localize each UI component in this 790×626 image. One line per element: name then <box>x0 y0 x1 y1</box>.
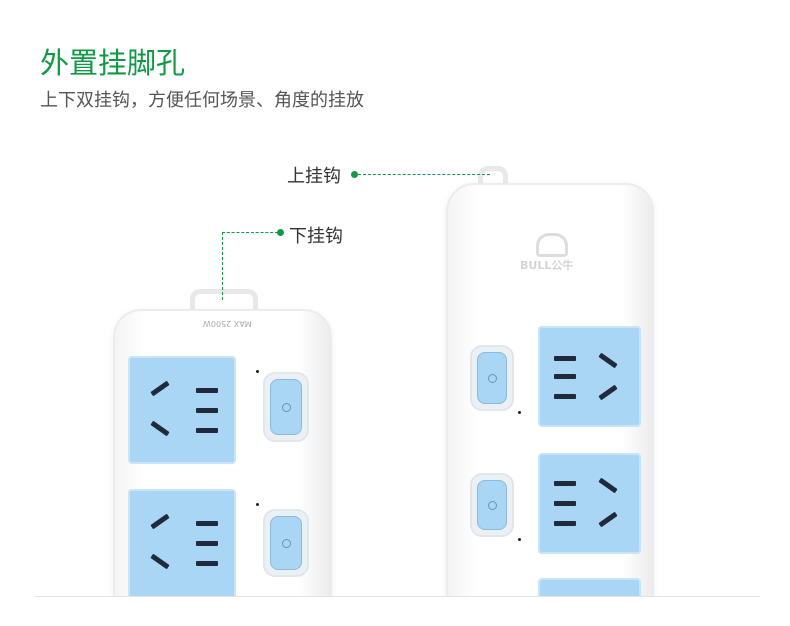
outlet <box>128 489 236 603</box>
power-switch[interactable] <box>472 475 512 535</box>
power-switch[interactable] <box>472 347 512 409</box>
outlet <box>128 356 236 464</box>
page-title: 外置挂脚孔 <box>40 46 186 80</box>
brand-logo-icon <box>536 233 568 257</box>
rating-label: MAX 2500W <box>203 319 252 328</box>
divider <box>35 596 760 597</box>
power-strip-left: MAX 2500W <box>113 309 332 611</box>
power-strip-right: BULL公牛 <box>446 183 654 622</box>
lower-hook-label: 下挂钩 <box>289 226 343 247</box>
outlet <box>538 326 641 427</box>
brand-label: BULL公牛 <box>520 259 574 272</box>
power-switch[interactable] <box>265 374 307 440</box>
power-switch[interactable] <box>265 511 307 575</box>
outlet <box>538 453 641 554</box>
page-subtitle: 上下双挂钩，方便任何场景、角度的挂放 <box>40 90 364 111</box>
upper-hook-label: 上挂钩 <box>287 166 341 187</box>
